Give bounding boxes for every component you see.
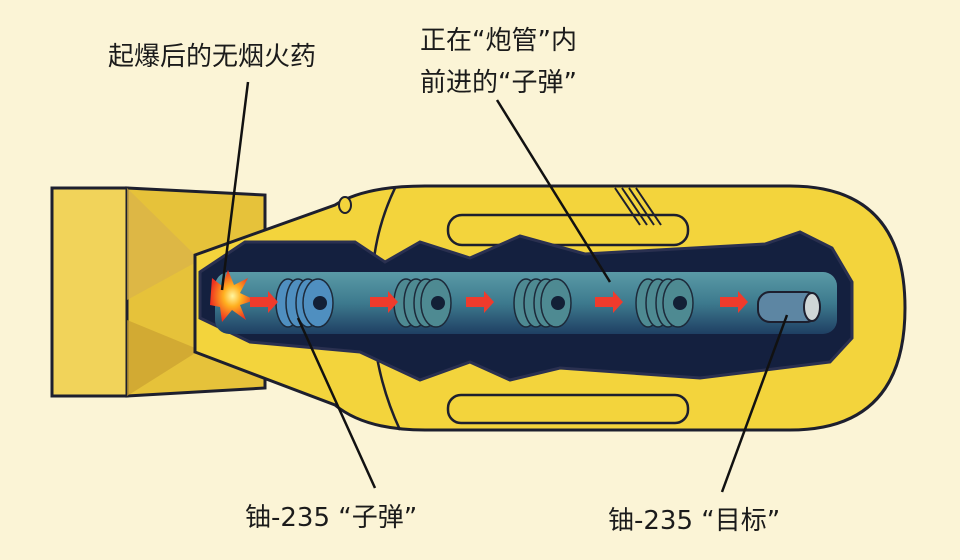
uranium-target (757, 291, 821, 323)
explosion-icon (210, 270, 255, 322)
arrow-icon (720, 291, 748, 313)
arrow-icon (595, 291, 623, 313)
label-u235-target: 铀-235 “目标” (608, 506, 781, 536)
bullet-ring-stack (393, 278, 452, 328)
uranium-bullet-rings (275, 278, 694, 328)
leader-lines (220, 81, 789, 493)
bottom-hatch (446, 393, 690, 425)
bullet-ring-stack (635, 278, 694, 328)
top-hatch (446, 213, 690, 247)
antenna-lines (614, 187, 662, 226)
bullet-ring-stack (275, 278, 334, 328)
label-u235-bullet: 铀-235 “子弹” (245, 503, 418, 533)
motion-arrows (250, 291, 748, 313)
arrow-icon (250, 291, 278, 313)
bullet-ring-stack (513, 278, 572, 328)
label-bullet-in-barrel-2: 前进的“子弹” (420, 68, 577, 98)
label-smokeless-powder: 起爆后的无烟火药 (108, 42, 317, 72)
arrow-icon (370, 291, 398, 313)
label-bullet-in-barrel-1: 正在“炮管”内 (420, 26, 577, 56)
arrow-icon (466, 291, 494, 313)
